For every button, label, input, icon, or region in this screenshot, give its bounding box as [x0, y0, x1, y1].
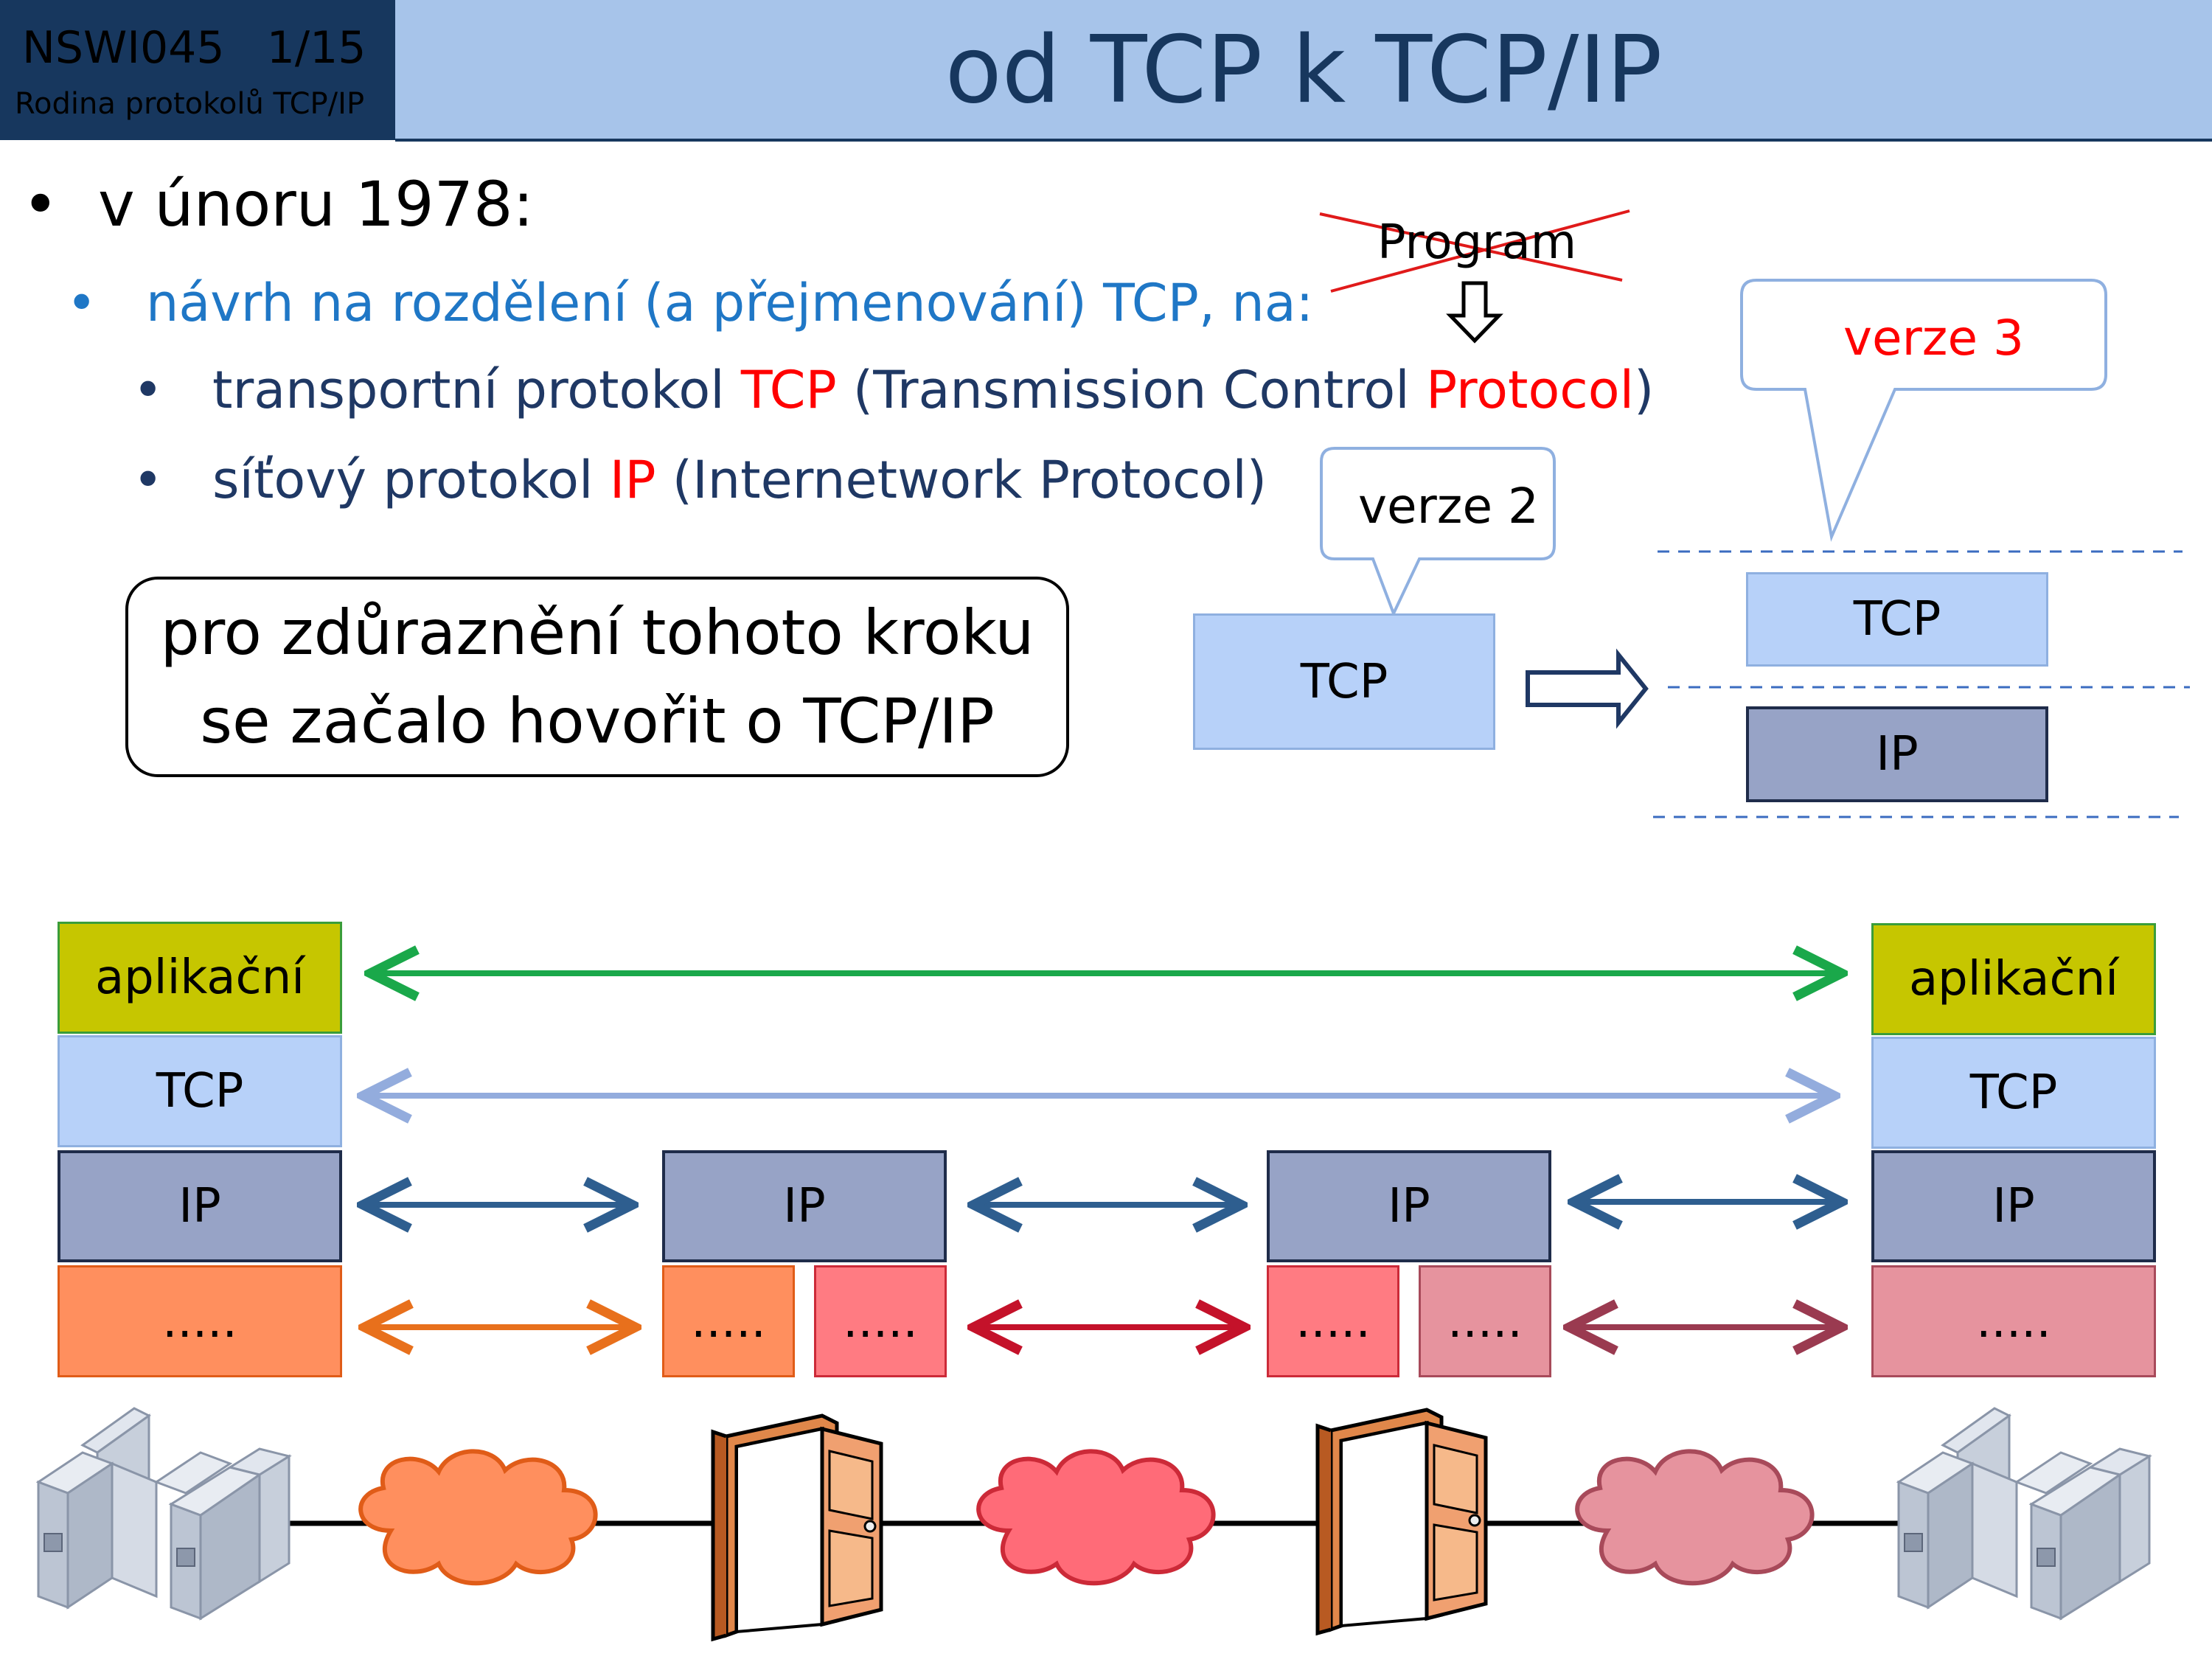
slide-title: od TCP k TCP/IP: [945, 15, 1663, 124]
item-tcp-pre: transportní protokol: [212, 360, 741, 420]
course-subtitle: Rodina protokolů TCP/IP: [15, 87, 365, 121]
bullet-item-tcp: • transportní protokol TCP (Transmission…: [133, 360, 1655, 420]
bullet-level2-text: návrh na rozdělení (a přejmenování) TCP,…: [146, 273, 1314, 333]
header-divider: [395, 139, 2212, 142]
network-cloud-icon: [978, 1451, 1213, 1583]
crossed-out-program: [1319, 209, 1630, 293]
slide-number: 1/15: [266, 22, 366, 74]
network-cloud-icon: [361, 1451, 595, 1583]
router1-ip-layer: IP: [662, 1150, 947, 1262]
item-ip-pre: síťový protokol: [212, 450, 610, 510]
bubble-v3-label: verze 3: [1843, 310, 2025, 366]
left-app-layer: aplikační: [58, 922, 342, 1034]
emphasis-callout: pro zdůraznění tohoto kroku se začalo ho…: [125, 577, 1069, 777]
host-computer-icon: [37, 1407, 291, 1620]
item-ip-highlight: IP: [609, 450, 656, 510]
host-computer-icon: [1897, 1407, 2151, 1620]
item-tcp-mid: (Transmission Control: [836, 360, 1426, 420]
bullet-level2: • návrh na rozdělení (a přejmenování) TC…: [66, 273, 1314, 333]
header-course-panel: [0, 0, 395, 140]
right-link-layer: .....: [1871, 1265, 2156, 1377]
router-door-icon: [1318, 1410, 1486, 1633]
right-app-layer: aplikační: [1871, 923, 2156, 1035]
course-code-text: NSWI045: [22, 22, 225, 74]
router1-link-left: .....: [662, 1265, 795, 1377]
down-arrow-icon: [1446, 281, 1503, 344]
item-tcp-post: ): [1634, 360, 1655, 420]
router2-link-left: .....: [1267, 1265, 1399, 1377]
bubble-v2-label: verze 2: [1358, 478, 1540, 535]
tcp-split-box: TCP: [1746, 572, 2048, 667]
item-tcp-highlight: TCP: [740, 360, 837, 420]
router1-link-right: .....: [814, 1265, 947, 1377]
callout-line1: pro zdůraznění tohoto kroku: [160, 597, 1034, 669]
speech-bubble-v2: [1320, 447, 1556, 618]
callout-line2: se začalo hovořit o TCP/IP: [200, 685, 995, 757]
ip-split-box: IP: [1746, 706, 2048, 802]
bullet-level1-text: v únoru 1978:: [97, 168, 534, 240]
router-door-icon: [713, 1416, 881, 1639]
left-link-layer: .....: [58, 1265, 342, 1377]
course-code: NSWI045 1/15: [22, 22, 366, 74]
left-tcp-layer: TCP: [58, 1035, 342, 1147]
router2-ip-layer: IP: [1267, 1150, 1551, 1262]
router2-link-right: .....: [1419, 1265, 1551, 1377]
bullet-level1: • v únoru 1978:: [22, 168, 534, 240]
bullet-item-ip: • síťový protokol IP (Internetwork Proto…: [133, 450, 1267, 510]
network-cloud-icon: [1577, 1451, 1812, 1583]
speech-bubble-v3: [1740, 279, 2107, 542]
tcp-monolith-box: TCP: [1193, 613, 1495, 750]
right-ip-layer: IP: [1871, 1150, 2156, 1262]
crossed-program-label: Program: [1377, 215, 1577, 270]
right-tcp-layer: TCP: [1871, 1037, 2156, 1149]
item-tcp-highlight-protocol: Protocol: [1425, 360, 1635, 420]
right-arrow-icon: [1526, 648, 1649, 729]
header-title-bar: [395, 0, 2212, 139]
item-ip-post: (Internetwork Protocol): [655, 450, 1267, 510]
left-ip-layer: IP: [58, 1150, 342, 1262]
